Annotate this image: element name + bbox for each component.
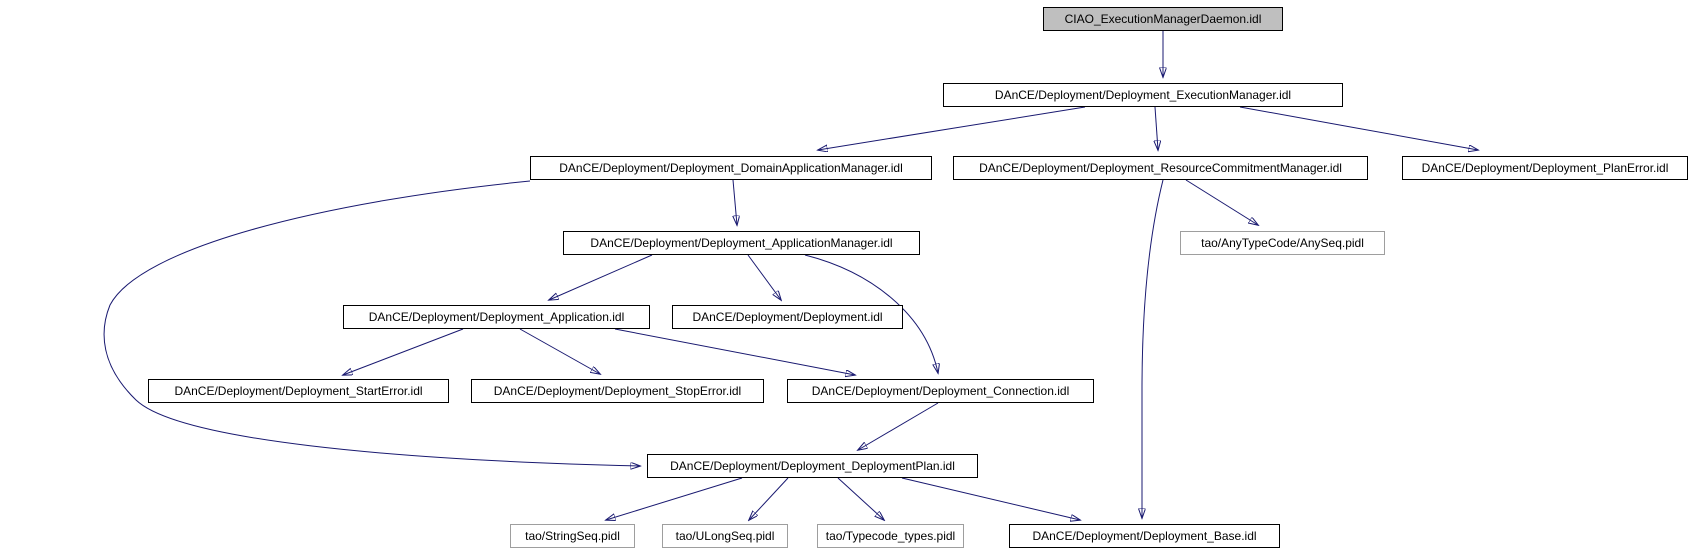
node-label: DAnCE/Deployment/Deployment_Base.idl: [1032, 529, 1257, 543]
edge-resourcemgr-base: [1142, 179, 1164, 518]
node-label: tao/Typecode_types.pidl: [825, 529, 956, 543]
node-ulongseq: tao/ULongSeq.pidl: [662, 524, 788, 548]
node-base[interactable]: DAnCE/Deployment/Deployment_Base.idl: [1009, 524, 1280, 548]
node-label: DAnCE/Deployment/Deployment_PlanError.id…: [1421, 161, 1669, 175]
edge-appmgr-connection: [804, 254, 938, 373]
edge-domainappmgr-appmgr: [733, 179, 737, 225]
edge-execmgr-planerror: [1239, 106, 1478, 150]
node-label: DAnCE/Deployment/Deployment_ApplicationM…: [590, 236, 893, 250]
node-stringseq: tao/StringSeq.pidl: [510, 524, 635, 548]
node-label: DAnCE/Deployment/Deployment_StartError.i…: [174, 384, 423, 398]
node-label: DAnCE/Deployment/Deployment_ResourceComm…: [979, 161, 1342, 175]
edge-application-stoperror: [519, 328, 600, 374]
node-domainappmgr[interactable]: DAnCE/Deployment/Deployment_DomainApplic…: [530, 156, 932, 180]
node-resourcemgr[interactable]: DAnCE/Deployment/Deployment_ResourceComm…: [953, 156, 1368, 180]
node-execmgr[interactable]: DAnCE/Deployment/Deployment_ExecutionMan…: [943, 83, 1343, 107]
node-deployplan[interactable]: DAnCE/Deployment/Deployment_DeploymentPl…: [647, 454, 978, 478]
node-label: DAnCE/Deployment/Deployment_Connection.i…: [811, 384, 1070, 398]
node-label: DAnCE/Deployment/Deployment_StopError.id…: [493, 384, 742, 398]
edge-deployplan-typecode: [837, 477, 884, 520]
node-typecode: tao/Typecode_types.pidl: [817, 524, 964, 548]
node-label: tao/ULongSeq.pidl: [675, 529, 775, 543]
node-label: DAnCE/Deployment/Deployment_DeploymentPl…: [670, 459, 955, 473]
edge-execmgr-domainappmgr: [818, 106, 1086, 150]
edge-appmgr-application: [549, 254, 653, 300]
edges: [103, 31, 1478, 520]
edge-deployplan-ulongseq: [749, 477, 789, 520]
edge-appmgr-deployment: [747, 254, 781, 300]
node-planerror[interactable]: DAnCE/Deployment/Deployment_PlanError.id…: [1402, 156, 1688, 180]
edge-deployplan-base: [901, 477, 1080, 520]
node-label: DAnCE/Deployment/Deployment.idl: [692, 310, 883, 324]
node-label: DAnCE/Deployment/Deployment_Application.…: [368, 310, 625, 324]
edge-resourcemgr-anyseq: [1185, 179, 1258, 225]
node-label: tao/AnyTypeCode/AnySeq.pidl: [1201, 236, 1364, 250]
node-stoperror[interactable]: DAnCE/Deployment/Deployment_StopError.id…: [471, 379, 764, 403]
node-appmgr[interactable]: DAnCE/Deployment/Deployment_ApplicationM…: [563, 231, 920, 255]
edge-application-connection: [614, 328, 855, 375]
node-label: DAnCE/Deployment/Deployment_ExecutionMan…: [994, 88, 1292, 102]
node-anyseq: tao/AnyTypeCode/AnySeq.pidl: [1180, 231, 1385, 255]
node-application[interactable]: DAnCE/Deployment/Deployment_Application.…: [343, 305, 650, 329]
node-connection[interactable]: DAnCE/Deployment/Deployment_Connection.i…: [787, 379, 1094, 403]
node-label: CIAO_ExecutionManagerDaemon.idl: [1064, 12, 1262, 26]
edge-connection-deployplan: [858, 402, 939, 450]
node-label: DAnCE/Deployment/Deployment_DomainApplic…: [559, 161, 903, 175]
edge-deployplan-stringseq: [606, 477, 743, 520]
edge-application-starterror: [343, 328, 464, 375]
edge-execmgr-resourcemgr: [1155, 106, 1158, 150]
node-deployment[interactable]: DAnCE/Deployment/Deployment.idl: [672, 305, 903, 329]
node-starterror[interactable]: DAnCE/Deployment/Deployment_StartError.i…: [148, 379, 449, 403]
node-daemon: CIAO_ExecutionManagerDaemon.idl: [1043, 7, 1283, 31]
edge-domainappmgr-deployplan: [103, 180, 640, 466]
node-label: tao/StringSeq.pidl: [525, 529, 620, 543]
